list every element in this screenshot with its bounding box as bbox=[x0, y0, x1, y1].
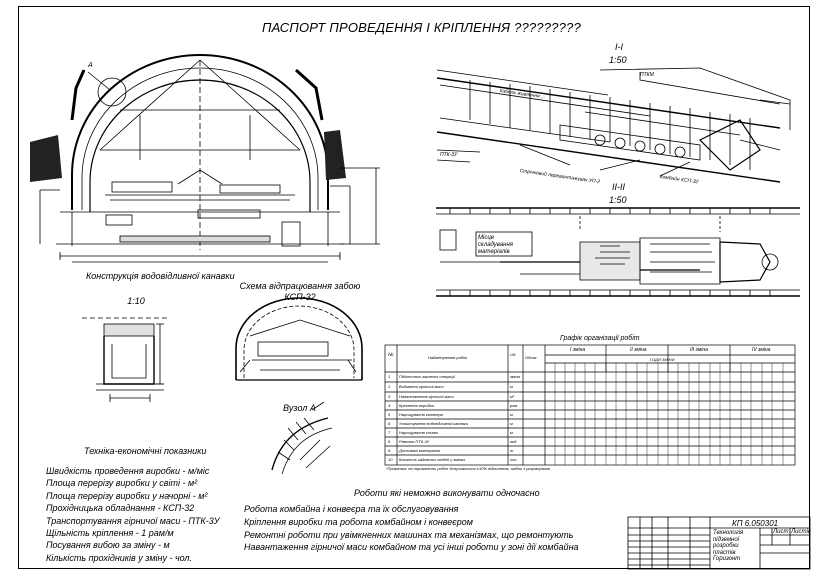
parallel-item: Робота комбайна і конвеєра та їх обслуго… bbox=[244, 504, 459, 514]
schedule-row-name: Ремонт ПТК-3У bbox=[399, 439, 430, 444]
schedule-row-num: 2 bbox=[388, 384, 391, 389]
schedule-row-unit: м bbox=[510, 430, 513, 435]
schedule-row-num: 1 bbox=[388, 374, 391, 379]
schedule-row-num: 5 bbox=[388, 412, 391, 417]
schedule-row-unit: зміна bbox=[510, 374, 520, 379]
schedule-row-num: 8 bbox=[388, 439, 391, 444]
schedule-row-unit: м³ bbox=[510, 394, 515, 399]
economic-item: Прохідницька обладнання - КСП-32 bbox=[46, 503, 195, 514]
schedule-row-num: 7 bbox=[388, 430, 391, 435]
schedule-note: *Примітка: на тривалість робіт допускаєт… bbox=[386, 466, 550, 471]
economic-item: Швидкість проведення виробки - м/міс bbox=[46, 466, 210, 476]
schedule-shift-1: І зміна bbox=[570, 347, 586, 353]
doc-number: КП 6.050301 bbox=[732, 519, 779, 528]
schedule-row-num: 4 bbox=[388, 403, 391, 408]
scheme-subtitle: КСП-32 bbox=[284, 292, 316, 302]
schedule-row-name: Доставка матеріалів bbox=[399, 448, 440, 453]
section-2-view bbox=[436, 207, 800, 297]
parallel-item: Навантаження гірничої маси комбайном та … bbox=[244, 542, 579, 553]
schedule-row-name: Нарощування конвеєра bbox=[399, 412, 443, 417]
schedule-shift-2: ІІ зміна bbox=[630, 347, 647, 353]
scheme-drawing bbox=[235, 297, 363, 381]
section-2-scale: 1:50 bbox=[609, 195, 627, 205]
title-block-lines bbox=[627, 516, 811, 570]
economic-item: Кількість прохідників у зміну - чол. bbox=[46, 552, 192, 563]
schedule-row-unit: м bbox=[510, 384, 513, 389]
schedule-shift-3: ІІІ зміна bbox=[690, 347, 708, 353]
section-1-scale: 1:50 bbox=[609, 55, 627, 65]
doc-description-line: пластів bbox=[713, 549, 736, 556]
label-storage: Місце складування матеріалів bbox=[478, 235, 513, 255]
section-2-name: II-II bbox=[612, 182, 625, 192]
economic-item: Площа перерізу виробки у світі - м² bbox=[46, 478, 198, 489]
sheet-frame bbox=[18, 6, 810, 569]
label-ptk: ПТКМ bbox=[640, 72, 654, 78]
node-marker: А bbox=[88, 62, 93, 69]
schedule-row-num: 10 bbox=[388, 457, 393, 462]
schedule-row-num: 9 bbox=[388, 448, 391, 453]
sheets-label: Листів bbox=[791, 529, 811, 535]
schedule-row-name: Підготовчо-заключні операції bbox=[399, 374, 455, 379]
section-1-view bbox=[436, 67, 791, 183]
schedule-header-num: № bbox=[388, 352, 394, 358]
parallel-title: Роботи які неможно виконувати одночасно bbox=[354, 488, 540, 498]
label-ptk3u: ПТК-3У bbox=[440, 152, 458, 158]
section-1-name: I-I bbox=[615, 42, 623, 52]
doc-description-line: Технологія bbox=[713, 530, 744, 536]
economic-title: Техніка-економічні показники bbox=[84, 446, 207, 456]
economic-list: Швидкість проведення виробки - м/міс Пло… bbox=[46, 465, 219, 564]
doc-description: Технологія підземної розробки пластів Го… bbox=[713, 530, 743, 563]
economic-item: Транспортування гірничої маси - ПТК-3У bbox=[46, 515, 220, 526]
doc-description-line: Горизонт bbox=[713, 556, 741, 562]
scheme-title: Схема відпрацювання забою bbox=[239, 281, 361, 291]
schedule-row-unit: м bbox=[510, 412, 513, 417]
canal-drawing bbox=[82, 317, 170, 402]
schedule-shift-4: IV зміна bbox=[752, 347, 771, 353]
parallel-item: Кріплення виробки та робота комбайном і … bbox=[244, 516, 473, 527]
schedule-header-unit: Од. bbox=[510, 352, 517, 357]
schedule-row-name: Нарощування става bbox=[399, 430, 438, 435]
schedule-row-name: Улаштування водовідливної канавки bbox=[399, 421, 468, 426]
schedule-row-name: Виймання гірничої маси bbox=[399, 384, 444, 389]
node-a-drawing bbox=[271, 401, 333, 475]
schedule-row-unit: т bbox=[510, 448, 514, 453]
economic-item: Площа перерізу виробки у начорні - м² bbox=[46, 490, 208, 501]
parallel-list: Робота комбайна і конвеєра та їх обслуго… bbox=[244, 503, 579, 554]
sheet-label: Лист bbox=[773, 529, 789, 535]
parallel-item: Ремонтні роботи при увімкненних машинах … bbox=[244, 529, 574, 540]
canal-title: Конструкція водовідливної канавки bbox=[86, 271, 235, 281]
arch-cross-section bbox=[30, 54, 380, 263]
canal-scale: 1:10 bbox=[127, 296, 145, 306]
schedule-row-num: 6 bbox=[388, 421, 391, 426]
economic-item: Щільність кріплення - 1 рам/м bbox=[46, 528, 174, 539]
sheet-title: ПАСПОРТ ПРОВЕДЕННЯ І КРІПЛЕННЯ ????????? bbox=[262, 20, 581, 35]
schedule-row-num: 3 bbox=[388, 394, 391, 399]
schedule-row-unit: рам bbox=[510, 403, 518, 408]
schedule-row-unit: чол bbox=[510, 457, 517, 462]
schedule-header-hours: ГОДИ ЗМІНИ bbox=[650, 357, 675, 362]
schedule-title: Графік організації робіт bbox=[560, 335, 640, 342]
schedule-header-volume: Обсяг bbox=[525, 355, 537, 360]
schedule-header-name: Найменування робіт bbox=[428, 355, 468, 360]
node-title: Вузол А bbox=[283, 403, 316, 413]
schedule-row-unit: год bbox=[510, 439, 517, 444]
schedule-row-unit: м bbox=[510, 421, 513, 426]
schedule-row-name: Навантаження гірничої маси bbox=[399, 394, 454, 399]
schedule-row-name: Кількість зайнятих людей у змінах bbox=[399, 457, 466, 462]
doc-description-line: підземної bbox=[713, 536, 740, 543]
economic-item: Посування вибою за зміну - м bbox=[46, 540, 170, 551]
schedule-row-name: Кріплення виробки bbox=[399, 403, 434, 408]
doc-description-line: розробки bbox=[713, 543, 739, 549]
